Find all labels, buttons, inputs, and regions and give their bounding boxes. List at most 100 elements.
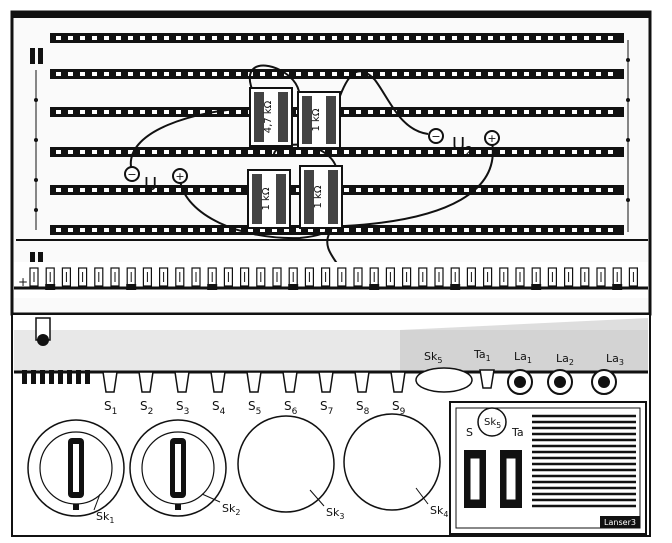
contact-hole: [260, 36, 265, 40]
contact-hole: [428, 188, 433, 192]
switch-tab: [210, 371, 226, 393]
contact-hole: [200, 36, 205, 40]
contact-hole: [464, 72, 469, 76]
contact-hole: [260, 72, 265, 76]
switch-tab: [354, 371, 370, 393]
contact-hole: [524, 36, 529, 40]
contact-hole: [308, 228, 313, 232]
contact-hole: [488, 72, 493, 76]
contact-hole: [440, 188, 445, 192]
u2-plus-sign: +: [487, 132, 496, 145]
wire-u2-minus: [339, 70, 429, 135]
contact-hole: [116, 188, 121, 192]
dial: Sk1: [27, 419, 125, 525]
switch-label: S8: [356, 399, 370, 417]
u1-minus-sign: −: [127, 168, 136, 181]
vent-slots-left: [22, 370, 90, 384]
contact-hole: [392, 36, 397, 40]
contact-hole: [188, 228, 193, 232]
contact-hole: [380, 36, 385, 40]
contact-hole: [572, 228, 577, 232]
contact-hole: [560, 188, 565, 192]
contact-hole: [560, 228, 565, 232]
contact-hole: [440, 228, 445, 232]
contact-hole: [560, 36, 565, 40]
contact-hole: [104, 188, 109, 192]
contact-hole: [164, 150, 169, 154]
contact-hole: [476, 72, 481, 76]
contact-hole: [404, 72, 409, 76]
vent-slot: [49, 370, 54, 384]
contact-hole: [140, 36, 145, 40]
contact-hole: [200, 72, 205, 76]
contact-hole: [104, 36, 109, 40]
lamp: [507, 369, 533, 395]
contact-hole: [452, 150, 457, 154]
contact-hole: [572, 110, 577, 114]
contact-hole: [92, 228, 97, 232]
contact-hole: [212, 188, 217, 192]
rail-tab: [499, 267, 509, 287]
contact-hole: [368, 150, 373, 154]
contact-hole: [116, 36, 121, 40]
contact-hole: [176, 228, 181, 232]
contact-hole: [296, 72, 301, 76]
u2-terminal: − U2 +: [428, 128, 500, 158]
contact-hole: [608, 228, 613, 232]
contact-hole: [512, 188, 517, 192]
contact-hole: [512, 228, 517, 232]
contact-hole: [164, 36, 169, 40]
contact-hole: [584, 188, 589, 192]
contact-hole: [536, 110, 541, 114]
contact-strip: [50, 225, 624, 235]
rail-tab: [288, 267, 299, 290]
rail-tabs: [29, 267, 639, 290]
contact-hole: [104, 150, 109, 154]
rail-tab: [321, 267, 331, 287]
contact-hole: [464, 150, 469, 154]
contact-hole: [596, 150, 601, 154]
contact-hole: [548, 72, 553, 76]
contact-hole: [140, 110, 145, 114]
speaker-s-label: S: [466, 426, 473, 439]
contact-hole: [368, 72, 373, 76]
contact-hole: [176, 150, 181, 154]
rail-tab: [126, 267, 137, 290]
contact-hole: [416, 188, 421, 192]
rail-tab: [175, 267, 185, 287]
contact-hole: [140, 188, 145, 192]
contact-hole: [524, 110, 529, 114]
contact-hole: [188, 188, 193, 192]
switch-tabs: [102, 371, 406, 393]
contact-hole: [476, 188, 481, 192]
contact-hole: [176, 188, 181, 192]
sk5-button: [477, 407, 507, 437]
contact-hole: [344, 228, 349, 232]
contact-hole: [356, 188, 361, 192]
contact-hole: [488, 36, 493, 40]
contact-hole: [152, 36, 157, 40]
rail-tab: [61, 267, 72, 287]
contact-hole: [164, 228, 169, 232]
u2-plus-terminal: [484, 130, 500, 146]
rail-tab: [385, 267, 395, 287]
dial: Sk2: [129, 419, 240, 517]
top-label: La3: [606, 352, 624, 367]
contact-hole: [548, 36, 553, 40]
contact-hole: [212, 72, 217, 76]
dial-label: Sk4: [430, 504, 448, 519]
rail-tab: [515, 267, 525, 287]
contact-hole: [548, 228, 553, 232]
rail-tab: [29, 267, 39, 287]
contact-hole: [404, 228, 409, 232]
contact-hole: [428, 150, 433, 154]
contact-hole: [548, 188, 553, 192]
contact-hole: [368, 110, 373, 114]
switch-label: S3: [176, 399, 189, 417]
contact-hole: [56, 150, 61, 154]
contact-hole: [68, 72, 73, 76]
rail-tab: [531, 267, 542, 290]
switch-tab: [138, 371, 154, 393]
